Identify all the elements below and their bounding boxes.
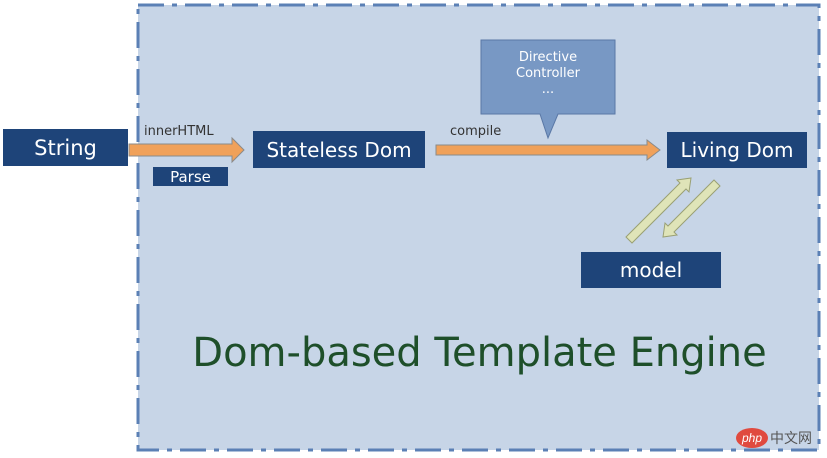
model-to-dom-arrow: [625, 177, 692, 244]
php-watermark-logo: php 中文网: [736, 428, 812, 448]
parse-label: Parse: [153, 167, 228, 186]
compile-edge-label: compile: [450, 124, 502, 139]
panel-dashed-border: [136, 3, 821, 452]
string-node: String: [3, 129, 128, 166]
model-node: model: [581, 252, 721, 288]
directive-callout-bubble: [480, 39, 616, 140]
svg-text:php: php: [741, 431, 762, 445]
callout-controller: Controller: [516, 66, 580, 81]
innerhtml-arrow: [128, 136, 245, 164]
dom-to-model-arrow: [662, 179, 721, 238]
template-engine-panel: [138, 5, 819, 450]
compile-arrow: [435, 138, 661, 162]
engine-title: Dom-based Template Engine: [192, 330, 767, 376]
innerhtml-edge-label: innerHTML: [144, 124, 214, 139]
living-dom-node: Living Dom: [667, 132, 807, 168]
callout-ellipsis: ...: [541, 82, 555, 97]
svg-text:中文网: 中文网: [770, 431, 812, 447]
stateless-dom-node: Stateless Dom: [253, 131, 425, 168]
callout-text: Directive Controller ...: [481, 50, 615, 98]
callout-directive: Directive: [518, 50, 578, 65]
